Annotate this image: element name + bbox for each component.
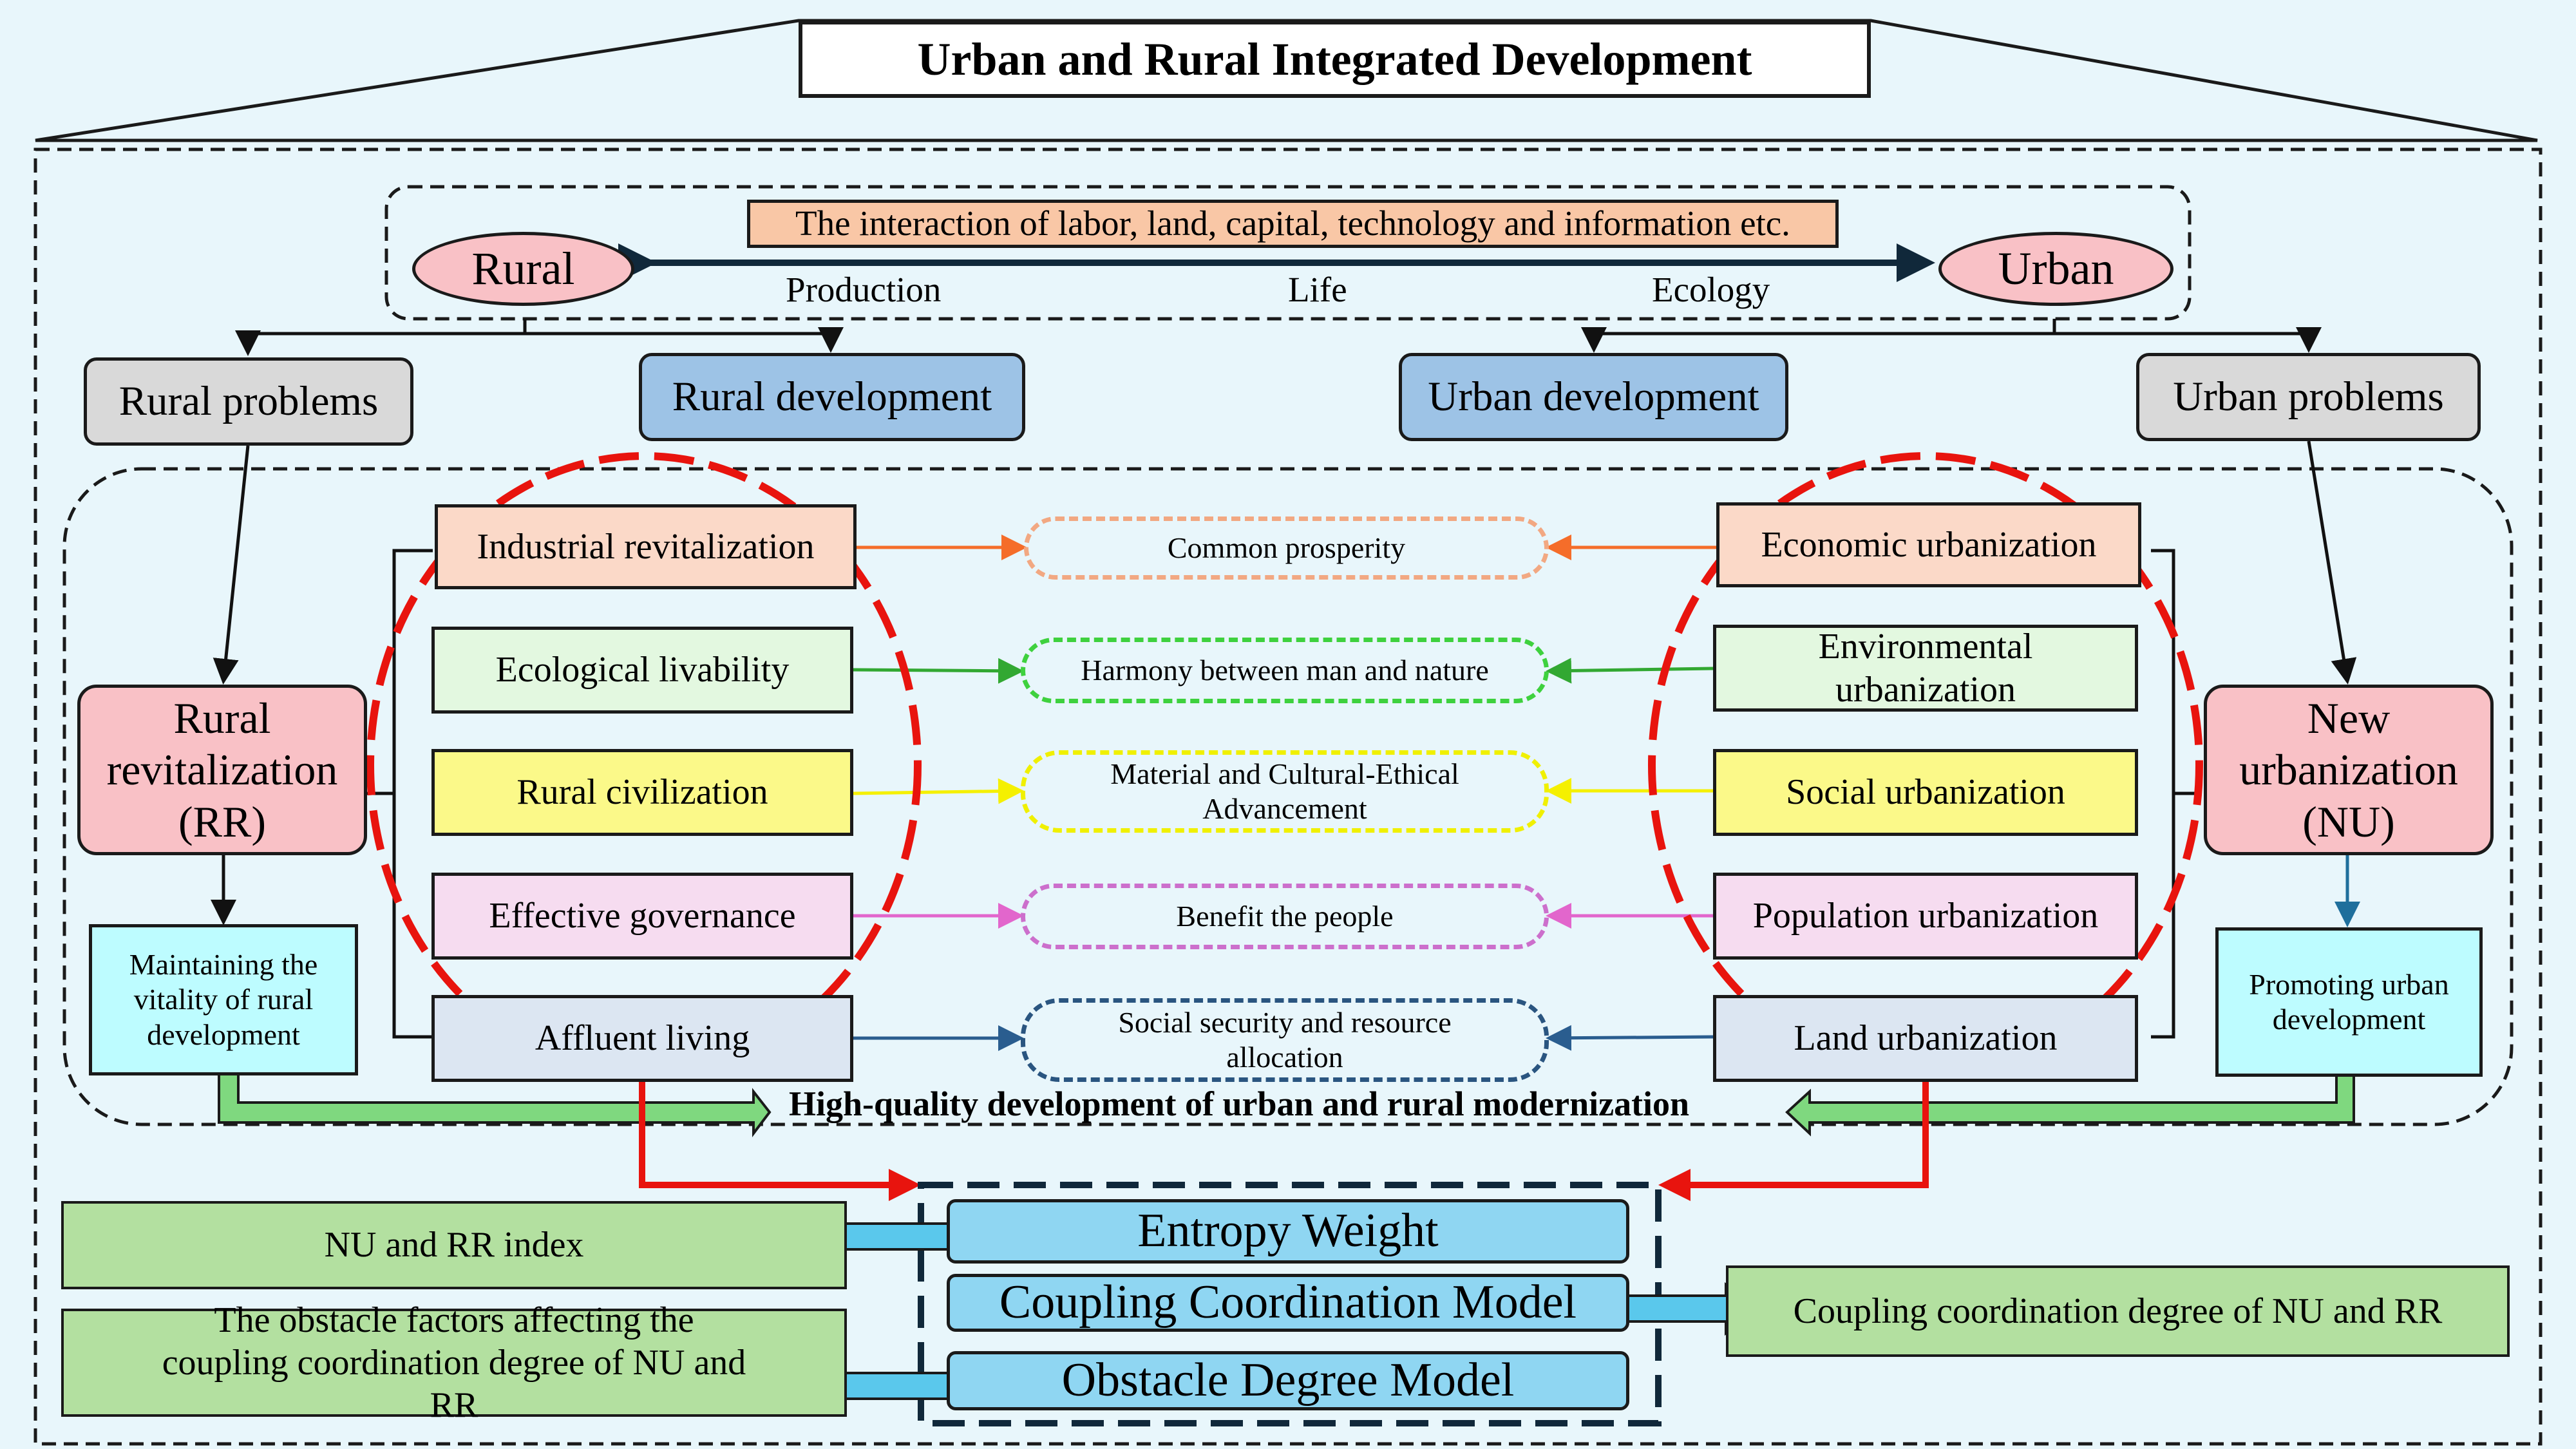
urban-development-box: Urban development [1399, 353, 1788, 441]
entropy-weight-box: Entropy Weight [947, 1199, 1629, 1264]
social-security-goal: Social security and resource allocation [1021, 998, 1549, 1082]
effective-governance-box: Effective governance [431, 873, 853, 960]
economic-urbanization-box: Economic urbanization [1716, 502, 2141, 587]
industrial-revitalization-box: Industrial revitalization [435, 504, 857, 589]
affluent-living-box: Affluent living [431, 995, 853, 1082]
rural-revitalization-box: Rural revitalization (RR) [77, 685, 367, 855]
middle-frame [62, 467, 2514, 1126]
harmony-goal: Harmony between man and nature [1021, 638, 1549, 703]
nu-rr-index-box: NU and RR index [61, 1201, 847, 1289]
production-label: Production [786, 270, 942, 309]
rural-problems-arrow [213, 445, 250, 685]
rr-bracket [375, 549, 433, 1039]
population-urbanization-box: Population urbanization [1713, 873, 2138, 960]
coupling-coordination-model-box: Coupling Coordination Model [947, 1274, 1629, 1332]
left-green-arrow [218, 1072, 772, 1137]
urban-ellipse: Urban [1938, 232, 2174, 306]
environmental-urbanization-box: Environmental urbanization [1713, 625, 2138, 712]
land-urbanization-box: Land urbanization [1713, 995, 2138, 1082]
outer-frame [33, 147, 2543, 1446]
rural-development-box: Rural development [639, 353, 1025, 441]
maintaining-vitality-box: Maintaining the vitality of rural develo… [89, 924, 358, 1075]
rural-civilization-box: Rural civilization [431, 749, 853, 836]
social-urbanization-box: Social urbanization [1713, 749, 2138, 836]
left-red-connector [639, 1077, 921, 1201]
nu-bracket [2151, 549, 2196, 1039]
obstacle-degree-model-box: Obstacle Degree Model [947, 1351, 1629, 1410]
common-prosperity-goal: Common prosperity [1024, 516, 1549, 580]
urban-problems-box: Urban problems [2136, 353, 2481, 441]
material-cultural-goal: Material and Cultural-Ethical Advancemen… [1021, 750, 1549, 833]
right-red-connector [1658, 1077, 1929, 1201]
ecology-label: Ecology [1652, 270, 1770, 309]
coupling-degree-box: Coupling coordination degree of NU and R… [1726, 1265, 2510, 1357]
new-urbanization-box: New urbanization (NU) [2204, 685, 2494, 855]
rural-problems-box: Rural problems [84, 357, 413, 446]
urban-branch [2052, 319, 2322, 353]
rural-branch [235, 319, 527, 356]
urban-problems-arrow [2307, 440, 2357, 685]
promoting-urban-box: Promoting urban development [2215, 927, 2483, 1077]
interaction-box: The interaction of labor, land, capital,… [747, 200, 1839, 248]
life-label: Life [1288, 270, 1347, 309]
diagram-title: Urban and Rural Integrated Development [799, 21, 1871, 98]
ecological-livability-box: Ecological livability [431, 627, 853, 714]
rural-ellipse: Rural [412, 232, 634, 306]
high-quality-development-label: High-quality development of urban and ru… [789, 1084, 1690, 1123]
benefit-people-goal: Benefit the people [1021, 884, 1549, 949]
obstacle-factors-box: The obstacle factors affecting the coupl… [61, 1300, 847, 1425]
top-frame [384, 185, 2192, 321]
